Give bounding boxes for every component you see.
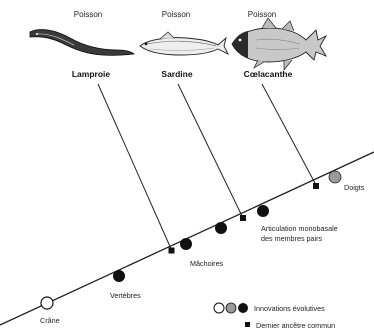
category-label-lamproie: Poisson bbox=[74, 10, 102, 19]
branch-coelacanthe bbox=[262, 84, 316, 185]
legend-black-circle-icon bbox=[238, 303, 248, 313]
coelacanth-drawing bbox=[232, 18, 326, 70]
innovation-dot-machoires-2 bbox=[215, 222, 227, 234]
legend-ancestor-label: Dernier ancêtre commun bbox=[256, 321, 335, 330]
legend: Innovations évolutives Dernier ancêtre c… bbox=[214, 303, 335, 330]
taxon-label-lamproie: Lamproie bbox=[72, 69, 111, 79]
innovation-dot-machoires-1 bbox=[180, 238, 192, 250]
legend-ancestor-square-icon bbox=[245, 322, 250, 327]
innovation-dot-crane bbox=[41, 297, 53, 309]
character-label-articulation-line1: Articulation monobasale bbox=[261, 224, 338, 233]
character-label-crane: Crâne bbox=[40, 316, 60, 325]
lamprey-drawing bbox=[30, 30, 134, 56]
innovation-dot-articulation bbox=[257, 205, 269, 217]
taxon-label-coelacanthe: Cœlacanthe bbox=[244, 69, 293, 79]
innovation-dot-vertebres bbox=[113, 270, 125, 282]
character-label-vertebres: Vertèbres bbox=[110, 291, 141, 300]
legend-white-circle-icon bbox=[214, 303, 224, 313]
character-label-doigts: Doigts bbox=[344, 183, 365, 192]
ancestor-square-1 bbox=[169, 248, 175, 254]
character-label-machoires: Mâchoires bbox=[190, 259, 224, 268]
ancestor-square-2 bbox=[240, 215, 246, 221]
category-label-coelacanthe: Poisson bbox=[248, 10, 276, 19]
innovation-dot-doigts bbox=[329, 171, 341, 183]
taxon-label-sardine: Sardine bbox=[161, 69, 192, 79]
branch-sardine bbox=[178, 84, 243, 218]
character-label-articulation-line2: des membres pairs bbox=[261, 234, 323, 243]
category-label-sardine: Poisson bbox=[162, 10, 190, 19]
legend-gray-circle-icon bbox=[226, 303, 236, 313]
ancestor-square-3 bbox=[313, 183, 319, 189]
legend-innovations-label: Innovations évolutives bbox=[254, 304, 325, 313]
branch-lamproie bbox=[98, 84, 172, 251]
sardine-drawing bbox=[140, 32, 228, 55]
